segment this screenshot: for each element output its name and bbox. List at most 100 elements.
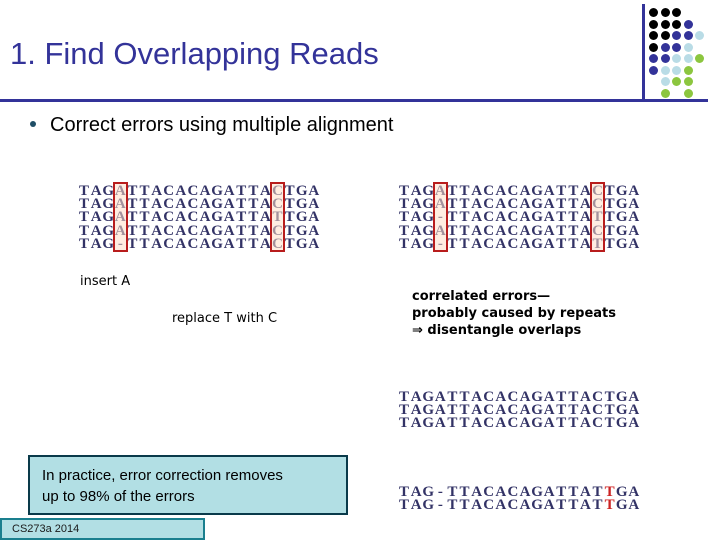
sequence-base: T [556, 222, 567, 239]
sequence-base: A [223, 222, 235, 239]
sequence-base: A [434, 402, 446, 419]
sequence-base: T [568, 222, 579, 239]
sequence-base: G [615, 389, 628, 405]
sequence-base: T [459, 196, 470, 213]
sequence-base: T [568, 235, 579, 252]
sequence-base: G [615, 235, 628, 252]
sequence-base: A [199, 183, 211, 199]
sequence-base: T [459, 235, 470, 252]
sequence-base: A [410, 209, 422, 226]
sequence-base: T [139, 196, 150, 213]
sequence-base: T [604, 196, 615, 213]
sequence-base: G [211, 209, 223, 226]
sequence-base: T [568, 183, 579, 199]
sequence-base: T [592, 497, 603, 514]
logo-dot [672, 31, 681, 40]
sequence-base: T [459, 389, 470, 405]
sequence-base: G [102, 209, 115, 226]
sequence-base: A [580, 235, 591, 252]
sequence-base: A [308, 209, 320, 226]
sequence-base: C [483, 183, 495, 199]
logo-dot [649, 8, 658, 17]
footer-course-label: CS273a 2014 [0, 518, 205, 540]
sequence-base: G [295, 209, 308, 226]
sequence-base: A [580, 402, 591, 419]
sequence-base: A [580, 209, 591, 226]
sequence-base: T [556, 209, 567, 226]
logo-dot [683, 88, 693, 98]
sequence-base: A [519, 196, 531, 213]
sequence-base: C [507, 209, 519, 226]
sequence-base: T [568, 497, 579, 514]
sequence-base: T [592, 484, 603, 500]
sequence-base: G [531, 484, 543, 500]
sequence-base: C [483, 389, 495, 405]
logo-dot [649, 19, 658, 29]
sequence-base: A [580, 389, 591, 405]
sequence-base: A [495, 484, 507, 500]
sequence-base: G [211, 196, 223, 213]
sequence-base: C [507, 497, 519, 514]
sequence-base: T [236, 222, 247, 239]
sequence-base: G [422, 209, 435, 226]
sequence-base: T [459, 497, 470, 514]
sequence-base: A [628, 484, 640, 500]
sequence-base: A [199, 196, 211, 213]
sequence-base: T [127, 196, 138, 213]
sequence-base: G [531, 415, 543, 432]
sequence-base: G [211, 222, 223, 239]
sequence-base: G [615, 484, 628, 500]
sequence-base: C [163, 183, 175, 199]
sequence-base: T [604, 235, 615, 252]
sequence-base: A [260, 235, 271, 252]
sequence-base: T [459, 209, 470, 226]
sequence-base: T [399, 196, 410, 213]
sequence-base: C [483, 402, 495, 419]
sequence-base: - [437, 484, 443, 500]
logo-dot [660, 19, 670, 29]
sequence-base: G [531, 235, 543, 252]
sequence-base: A [471, 235, 483, 252]
sequence-base: G [102, 196, 115, 213]
sequence-base: T [604, 222, 615, 239]
logo-dot [649, 65, 658, 75]
sequence-base: A [410, 484, 422, 500]
sequence-base: T [556, 389, 567, 405]
sequence-base: G [102, 222, 115, 239]
sequence-base: A [543, 235, 555, 252]
logo-dot [672, 8, 681, 17]
sequence-base: G [615, 497, 628, 514]
sequence-base: A [199, 209, 211, 226]
sequence-base: A [543, 389, 555, 405]
sequence-base: T [284, 209, 295, 226]
sequence-base: A [223, 235, 235, 252]
sequence-base: A [495, 222, 507, 239]
sequence-base: A [410, 402, 422, 419]
logo-dot [660, 42, 670, 52]
sequence-base: T [127, 235, 138, 252]
sequence-base: G [422, 183, 435, 199]
sequence-base: A [471, 209, 483, 226]
sequence-base: C [272, 235, 283, 252]
sequence-base: C [507, 415, 519, 432]
sequence-base: A [580, 484, 591, 500]
sequence-base: G [531, 209, 543, 226]
sequence-base: A [90, 235, 102, 252]
sequence-base: C [592, 389, 603, 405]
sequence-base: C [507, 389, 519, 405]
sequence-base: T [459, 415, 470, 432]
sequence-base: G [295, 196, 308, 213]
sequence-base: T [447, 196, 458, 213]
sequence-base: T [236, 196, 247, 213]
dot-matrix-logo [642, 4, 712, 106]
sequence-base: T [447, 222, 458, 239]
sequence-base: T [568, 484, 579, 500]
sequence-base: - [437, 497, 443, 514]
sequence-base: A [199, 235, 211, 252]
